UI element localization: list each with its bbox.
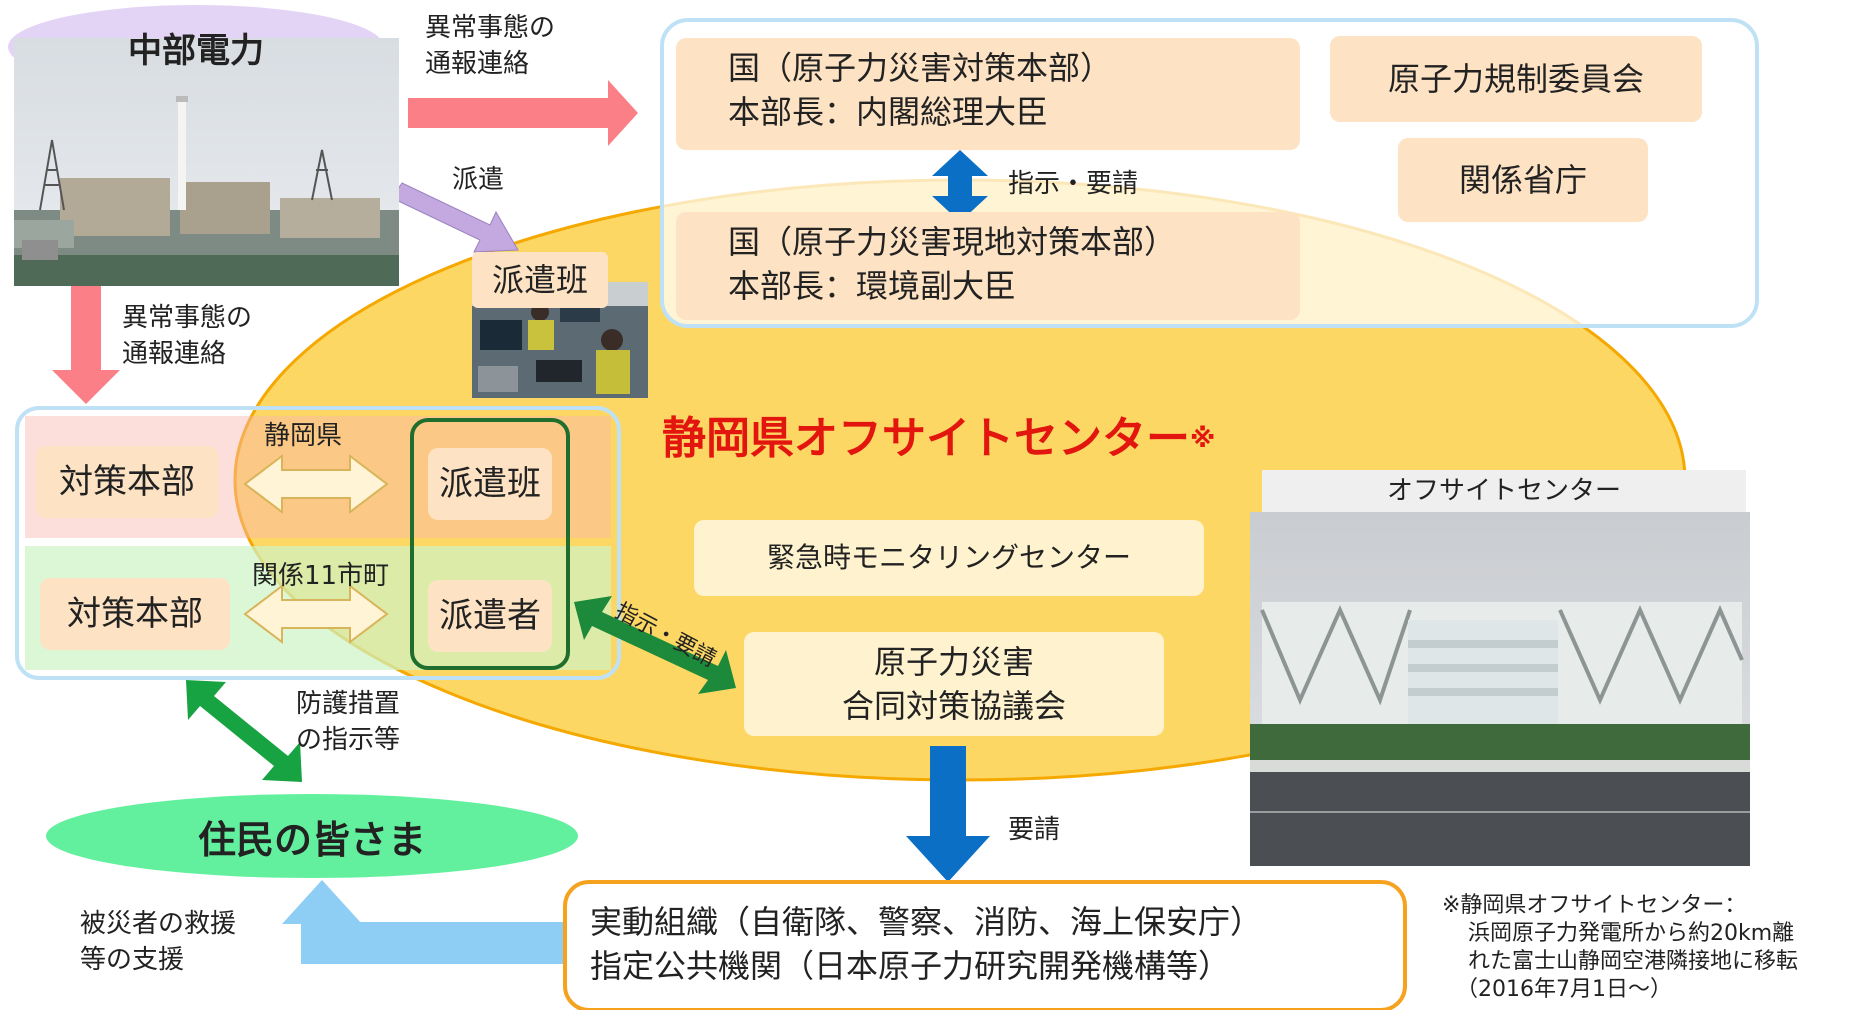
dispatch-group-frame [410,418,570,670]
offsite-photo-caption: オフサイトセンター [1262,470,1746,512]
prefecture-label: 静岡県 [264,421,343,451]
dispatch-label: 派遣 [452,165,505,195]
offsite-center-title: 静岡県オフサイトセンター※ [662,410,1215,468]
council-box: 原子力災害合同対策協議会 [744,632,1164,736]
operations-frame [563,880,1407,1010]
report-label-top: 異常事態の通報連絡 [425,13,556,79]
local-hq-box: 国（原子力災害現地対策本部）本部長：環境副大臣 [676,212,1300,320]
report-arrow-right [408,80,638,146]
offsite-center-title-mark: ※ [1190,424,1216,454]
dispatch-team-label: 派遣班 [472,252,608,308]
residents-label: 住民の皆さま [197,817,426,862]
council-double-arrow [574,596,736,694]
residents-ellipse [46,794,578,878]
footnote-line4: （2016年7月1日～） [1456,977,1672,1002]
footnote-line3: れた富士山静岡空港隣接地に移転 [1468,949,1799,974]
chubu-label: 中部電力 [128,30,264,71]
municipal-hq-box: 対策本部 [40,578,230,650]
local-frame [15,406,621,680]
ministries-box: 関係省庁 [1398,138,1648,222]
prefecture-team-box: 派遣班 [428,448,552,520]
municipal-label: 関係11市町 [252,561,390,591]
prefecture-hq-box: 対策本部 [36,446,218,518]
instruct-label-top: 指示・要請 [1008,169,1139,199]
footnote-line2: 浜岡原子力発電所から約20km離 [1468,921,1795,946]
protective-double-arrow [186,680,302,782]
offsite-center-title-text: 静岡県オフサイトセンター [662,413,1190,464]
instruct-double-arrow [932,150,988,222]
support-label: 被災者の救援等の支援 [80,909,237,975]
dispatch-arrow [391,182,519,253]
report-label-left: 異常事態の通報連絡 [122,303,253,369]
request-label: 要請 [1008,815,1061,845]
prefecture-double-arrow [243,453,389,515]
monitoring-center-box: 緊急時モニタリングセンター [694,520,1204,596]
nra-box: 原子力規制委員会 [1330,36,1702,122]
municipal-double-arrow [243,583,389,645]
footnote-line1: ※静岡県オフサイトセンター： [1442,893,1747,918]
footnote: ※静岡県オフサイトセンター： 浜岡原子力発電所から約20km離 れた富士山静岡空… [1442,892,1850,1004]
request-arrow [906,746,990,882]
report-arrow-down [52,280,120,404]
support-arrow [282,880,563,964]
municipal-person-box: 派遣者 [428,580,552,652]
national-hq-box: 国（原子力災害対策本部）本部長：内閣総理大臣 [676,38,1300,150]
operations-text: 実動組織（自衛隊、警察、消防、海上保安庁）指定公共機関（日本原子力研究開発機構等… [590,903,1263,985]
protective-label: 防護措置の指示等 [296,689,401,755]
